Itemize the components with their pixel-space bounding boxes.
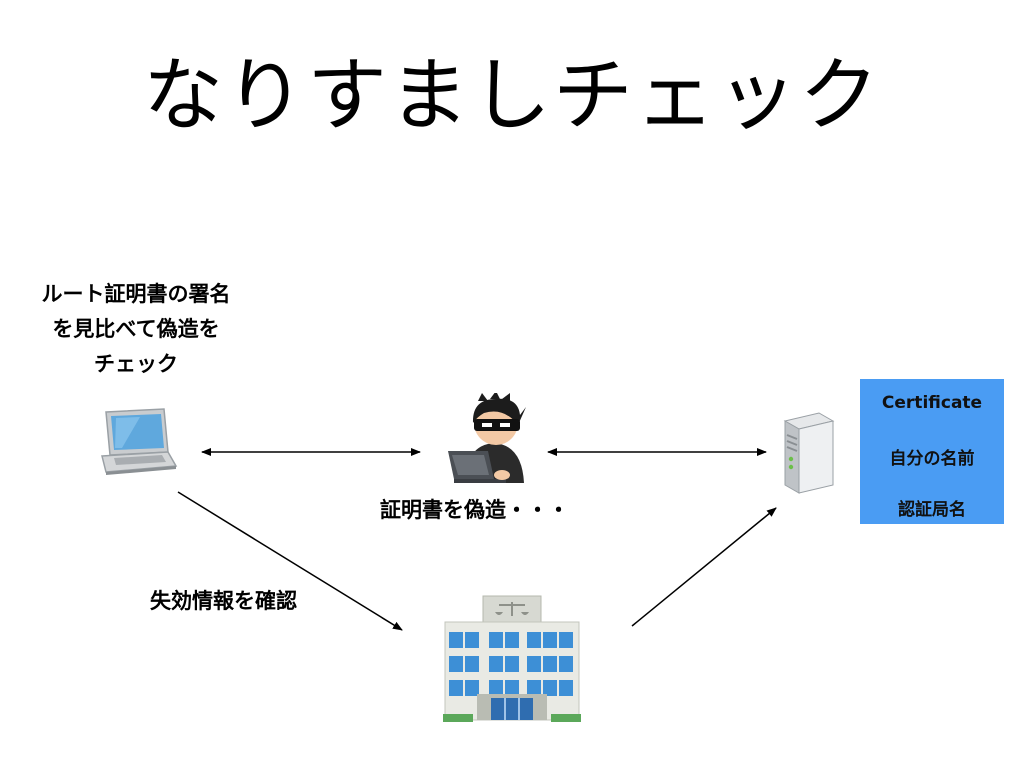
- building-window: [449, 680, 463, 696]
- forgery-note: 証明書を偽造・・・: [380, 498, 569, 522]
- building-window: [489, 656, 503, 672]
- note-line: を見比べて偽造を: [52, 317, 220, 341]
- certificate-subject: 自分の名前: [889, 449, 975, 469]
- building-window: [449, 632, 463, 648]
- building-window: [505, 632, 519, 648]
- note-line: チェック: [94, 352, 178, 376]
- server-icon: [783, 412, 835, 494]
- building-window: [489, 680, 503, 696]
- certificate-title: Certificate: [881, 393, 983, 413]
- certificate-box: Certificate 自分の名前 認証局名: [860, 379, 1004, 524]
- office-building-icon: [443, 595, 581, 722]
- building-window: [527, 656, 541, 672]
- building-window: [505, 656, 519, 672]
- root-signature-check-note: ルート証明書の署名 を見比べて偽造を チェック: [20, 277, 252, 382]
- building-window: [527, 680, 541, 696]
- building-window: [465, 632, 479, 648]
- building-window: [543, 680, 557, 696]
- building-window: [465, 680, 479, 696]
- authority-to-server-arrow: [631, 507, 777, 627]
- building-window: [559, 680, 573, 696]
- hacker-icon: [448, 393, 526, 483]
- revocation-check-note: 失効情報を確認: [150, 589, 297, 613]
- building-window: [559, 632, 573, 648]
- building-window: [527, 632, 541, 648]
- building-window: [559, 656, 573, 672]
- building-window: [449, 656, 463, 672]
- building-window: [505, 680, 519, 696]
- building-window: [489, 632, 503, 648]
- building-window: [543, 656, 557, 672]
- laptop-icon: [101, 408, 178, 475]
- client-to-authority-arrow: [177, 491, 403, 631]
- certificate-issuer: 認証局名: [898, 500, 966, 520]
- note-line: ルート証明書の署名: [41, 282, 231, 306]
- building-window: [465, 656, 479, 672]
- building-window: [543, 632, 557, 648]
- slide-title: なりすましチェック: [143, 49, 881, 142]
